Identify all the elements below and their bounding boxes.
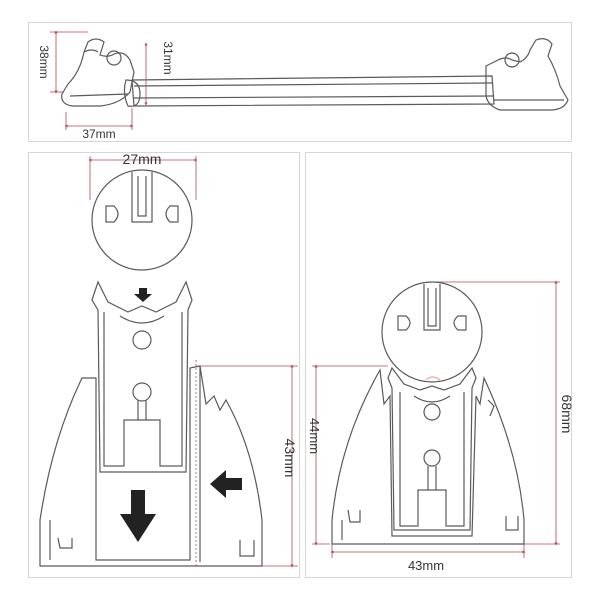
dim-left-height-label: 43mm: [282, 439, 298, 478]
connecting-bar: [123, 75, 495, 107]
arrow-left-icon: [210, 470, 242, 498]
top-view-dimensions: [50, 30, 148, 130]
arrow-down-small-icon: [134, 288, 152, 302]
right-knob: [504, 52, 520, 68]
base-profile: [39, 365, 263, 567]
rod-cross-section: [91, 169, 193, 271]
right-clamp: [485, 38, 569, 111]
left-view-drawing: [39, 169, 263, 567]
left-view-dimensions: [88, 156, 298, 568]
left-knob: [106, 50, 122, 66]
assembled-rod-section: [381, 281, 483, 383]
top-view-drawing: [61, 38, 569, 111]
holder-profile: [91, 280, 193, 473]
dim-top-height-label: 38mm: [37, 45, 51, 78]
assembled-base: [331, 368, 525, 545]
dim-right-width-label: 43mm: [408, 558, 444, 573]
assembled-holder: [387, 366, 477, 531]
dim-circle-label: 27mm: [123, 151, 162, 167]
left-view-panel: [28, 152, 300, 578]
dim-top-bar-label: 31mm: [161, 41, 175, 74]
right-view-dimensions: [312, 280, 560, 558]
dim-top-width-label: 37mm: [82, 127, 115, 141]
dim-base-height-label: 44mm: [307, 418, 322, 454]
top-view-panel: [28, 22, 572, 142]
dim-total-height-label: 68mm: [559, 395, 575, 434]
right-view-drawing: [331, 281, 525, 545]
right-view-panel: [305, 152, 572, 578]
arrow-down-large-icon: [120, 490, 156, 542]
